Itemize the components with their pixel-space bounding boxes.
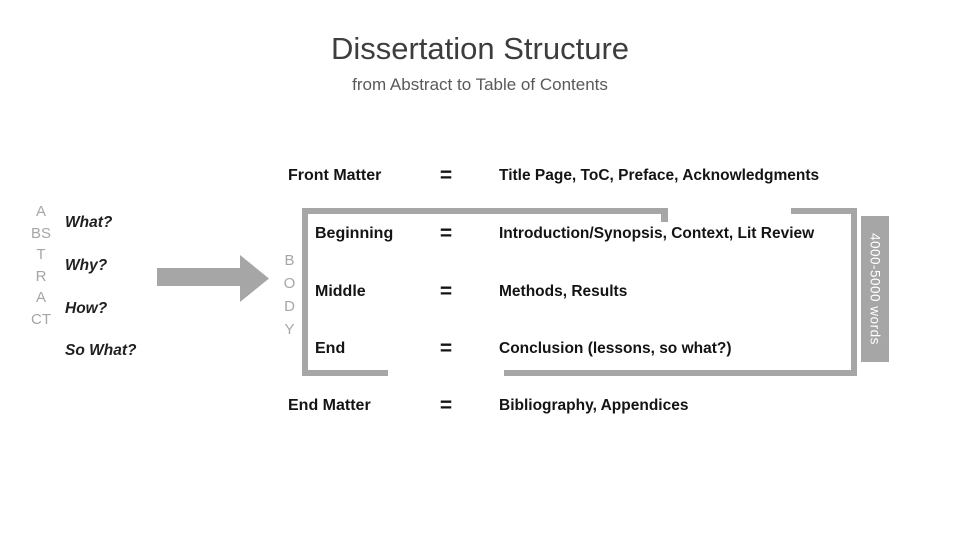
body-letter-line: B bbox=[284, 252, 295, 269]
equals-sign: = bbox=[439, 222, 453, 245]
abstract-letter-line: T bbox=[36, 246, 46, 263]
row-description: Bibliography, Appendices bbox=[499, 397, 689, 414]
structure-row-beginning: Beginning = Introduction/Synopsis, Conte… bbox=[0, 222, 960, 246]
body-vertical-label: B O D Y bbox=[280, 249, 299, 341]
abstract-letter-line: BS bbox=[30, 224, 51, 242]
structure-row-front-matter: Front Matter = Title Page, ToC, Preface,… bbox=[0, 164, 960, 188]
equals-sign: = bbox=[439, 394, 453, 417]
row-description: Methods, Results bbox=[499, 283, 628, 300]
slide-subtitle: from Abstract to Table of Contents bbox=[352, 75, 608, 94]
word-count-label: 4000-5000 words bbox=[867, 233, 883, 345]
row-description: Title Page, ToC, Preface, Acknowledgment… bbox=[499, 167, 820, 184]
abstract-letter-line: A bbox=[35, 203, 46, 220]
body-frame-top-bar-end-stub bbox=[661, 214, 668, 222]
equals-sign: = bbox=[439, 337, 453, 360]
body-frame-bottom-left-bar bbox=[302, 370, 388, 376]
equals-sign: = bbox=[439, 164, 453, 187]
body-frame-top-right-bar bbox=[791, 208, 857, 214]
abstract-letter-line: R bbox=[35, 267, 47, 285]
question-how: How? bbox=[65, 300, 108, 317]
abstract-letter-line: A bbox=[35, 289, 46, 306]
body-frame-left-bar bbox=[302, 208, 308, 376]
right-arrow-icon bbox=[157, 255, 269, 302]
row-label: Middle bbox=[315, 283, 366, 300]
body-frame-bottom-right-bar bbox=[504, 370, 857, 376]
body-letter-line: Y bbox=[284, 321, 295, 338]
body-letter-line: D bbox=[284, 298, 295, 315]
question-so-what: So What? bbox=[65, 342, 137, 359]
question-why: Why? bbox=[65, 257, 108, 274]
abstract-vertical-label: A BS T R A CT bbox=[22, 201, 60, 330]
slide-title: Dissertation Structure bbox=[330, 31, 630, 66]
equals-sign: = bbox=[439, 280, 453, 303]
row-label: End Matter bbox=[288, 397, 371, 414]
row-description: Introduction/Synopsis, Context, Lit Revi… bbox=[499, 225, 815, 242]
row-label: Front Matter bbox=[288, 167, 382, 184]
question-what: What? bbox=[65, 214, 113, 231]
word-count-box: 4000-5000 words bbox=[861, 216, 889, 362]
body-frame-top-left-bar bbox=[302, 208, 668, 214]
row-label: End bbox=[315, 340, 346, 357]
row-description: Conclusion (lessons, so what?) bbox=[499, 340, 732, 357]
row-label: Beginning bbox=[315, 225, 394, 242]
abstract-letter-line: CT bbox=[31, 310, 51, 328]
body-frame-right-bar bbox=[851, 208, 857, 376]
structure-row-end: End = Conclusion (lessons, so what?) bbox=[0, 337, 960, 361]
body-letter-line: O bbox=[283, 275, 296, 292]
structure-row-end-matter: End Matter = Bibliography, Appendices bbox=[0, 394, 960, 418]
structure-row-middle: Middle = Methods, Results bbox=[0, 280, 960, 304]
